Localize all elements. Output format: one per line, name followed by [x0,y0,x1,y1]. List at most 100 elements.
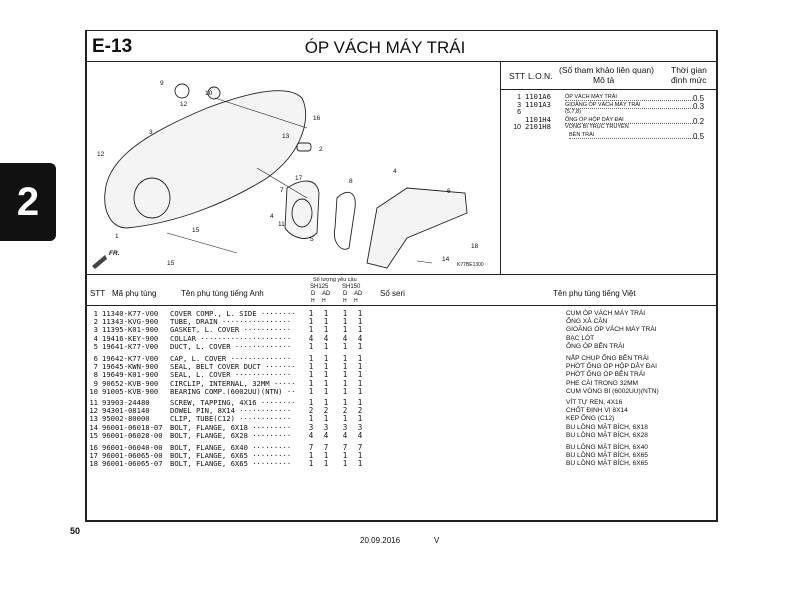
row-qty: 1 [308,378,314,388]
row-qty: 1 [342,378,348,388]
labor-time: 0.5 [693,131,705,141]
row-qty: 1 [357,451,363,461]
row-name-en: TUBE, DRAIN ················ [170,317,292,327]
labor-stt: 10 [513,124,521,131]
row-name-vn: CHỐT ĐỊNH VỊ 8X14 [566,407,628,415]
labor-lon: 2101H8 [525,122,551,131]
labor-stt: 3 [517,101,521,109]
row-qty: 1 [323,414,329,424]
labor-lon: 1101A3 [525,99,551,109]
row-stt: 11 [89,398,98,407]
row-qty: 1 [308,341,314,351]
row-part-number: 19642-K77-V00 [102,354,159,363]
col-model-1: SH125 [310,284,329,290]
row-qty: 1 [342,354,348,363]
diagram-drawing [92,83,468,269]
duct-shape [284,180,320,239]
row-qty: 3 [342,422,348,432]
row-qty: 1 [342,451,348,461]
labor-desc: ỐNG ÓP HỘP DÂY ĐAI [565,117,693,124]
col-h: H [322,298,326,304]
row-qty: 1 [323,370,329,380]
row-qty: 2 [323,406,329,416]
row-qty: 1 [308,370,314,380]
row-qty: 1 [357,370,363,380]
labor-lon: 1101H4 [525,114,551,124]
row-name-vn: VÍT TỰ REN, 4X16 [566,399,623,406]
row-qty: 1 [342,386,348,396]
left-cover-shape [104,90,307,229]
row-name-en: DOWEL PIN, 8X14 ············ [170,406,292,416]
row-qty: 1 [323,354,329,363]
col-name-vn: Tên phụ tùng tiếng Việt [553,289,636,298]
row-name-vn: PHỚT ỐNG ÓP BÊN TRÁI [566,371,645,379]
row-qty: 1 [323,459,329,469]
callout-label: 4 [270,213,274,220]
labor-stt: 6 [517,109,521,116]
row-qty: 1 [342,459,348,469]
row-name-vn: ỐNG ÓP BÊN TRÁI [566,342,625,350]
row-qty: 1 [308,317,314,327]
row-qty: 1 [357,459,363,469]
row-name-vn: BU LÔNG MẶT BÍCH, 6X28 [566,431,648,439]
row-stt: 10 [89,386,98,396]
row-qty: 1 [323,309,329,318]
row-qty: 1 [308,354,314,363]
row-name-en: CIRCLIP, INTERNAL, 32MM ····· [170,378,296,388]
row-qty: 1 [323,362,329,372]
row-qty: 1 [308,459,314,469]
row-stt: 15 [89,430,98,440]
row-part-number: 11343-KVG-900 [102,317,159,327]
row-qty: 2 [308,406,314,416]
row-part-number: 96001-06028-00 [102,430,163,440]
col-h: H [354,298,358,304]
row-stt: 16 [89,443,98,452]
row-qty: 1 [308,362,314,372]
section-number: 2 [16,179,40,224]
col-ad: AD [354,291,363,297]
row-name-en: SCREW, TAPPING, 4X16 ········ [170,398,296,407]
row-name-en: CLIP, TUBE(C12) ············ [170,414,292,424]
row-qty: 1 [323,317,329,327]
row-qty: 1 [342,414,348,424]
row-qty: 1 [357,362,363,372]
row-qty: 1 [308,386,314,396]
row-part-number: 11340-K77-V00 [102,309,159,318]
row-name-en: COLLAR ····················· [170,333,292,343]
row-qty: 7 [308,443,314,452]
row-name-vn: KẸP ỐNG (C12) [566,415,615,423]
row-part-number: 93903-24480 [102,398,150,407]
row-name-en: BOLT, FLANGE, 6X18 ········· [170,422,292,432]
row-qty: 1 [342,309,348,318]
callout-label: 7 [280,187,284,194]
row-stt: 2 [93,317,98,327]
col-stt: STT [90,289,106,298]
row-qty: 1 [323,451,329,461]
callout-label: 6 [447,188,451,195]
row-qty: 1 [323,325,329,335]
callout-label: 1 [115,233,119,240]
labor-time: 0.3 [693,101,705,111]
labor-lon: 1101A6 [525,92,551,101]
header-bar [85,30,718,62]
row-stt: 9 [93,378,98,388]
row-qty: 1 [308,451,314,461]
labor-stt: 1 [517,94,521,101]
col-d: D [343,291,348,297]
row-stt: 3 [93,325,98,335]
row-part-number: 94301-08140 [102,406,150,416]
section-code: E-13 [92,36,133,57]
callout-label: 9 [160,80,164,87]
col-h: H [343,298,347,304]
row-name-vn: BẠC LÓT [566,334,595,342]
callout-label: 4 [393,168,397,175]
row-name-en: COVER COMP., L. SIDE ········ [170,309,296,318]
callout-label: 5 [310,236,314,243]
row-part-number: 96001-06018-07 [102,422,163,432]
row-qty: 4 [357,333,363,343]
page-number: 50 [70,526,81,536]
row-part-number: 19641-K77-V00 [102,341,159,351]
row-qty: 1 [308,309,314,318]
callout-label: 3 [149,129,153,136]
